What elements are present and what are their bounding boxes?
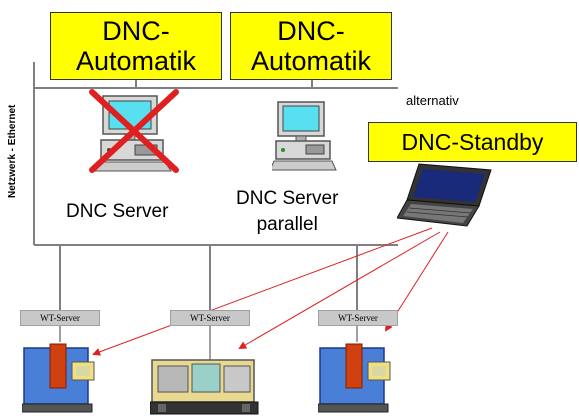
cnc-milling-machine-icon (22, 343, 95, 413)
dnc-automatik-box-2: DNC- Automatik (230, 12, 392, 80)
wt-server-tag-1: WT-Server (20, 310, 100, 326)
dnc-server-parallel-label: DNC Server parallel (236, 188, 339, 235)
wt-server-tag-3: WT-Server (318, 310, 398, 326)
cnc-milling-machine-icon (318, 343, 391, 413)
dnc-automatik-box-1: DNC- Automatik (50, 12, 222, 80)
arrow-to-machine-2 (238, 231, 441, 350)
dnc-server-label: DNC Server (66, 201, 169, 222)
cross-out-icon (89, 89, 179, 173)
wt-server-tag-2: WT-Server (170, 310, 250, 326)
cnc-lathe-icon (150, 359, 259, 415)
laptop-icon (397, 163, 492, 227)
desktop-computer-icon (272, 101, 337, 171)
alternativ-label: alternativ (406, 93, 459, 108)
network-ethernet-label: Netzwerk - Ethernet (7, 104, 18, 198)
arrow-to-machine-1 (92, 227, 433, 356)
dnc-standby-box: DNC-Standby (368, 122, 577, 162)
